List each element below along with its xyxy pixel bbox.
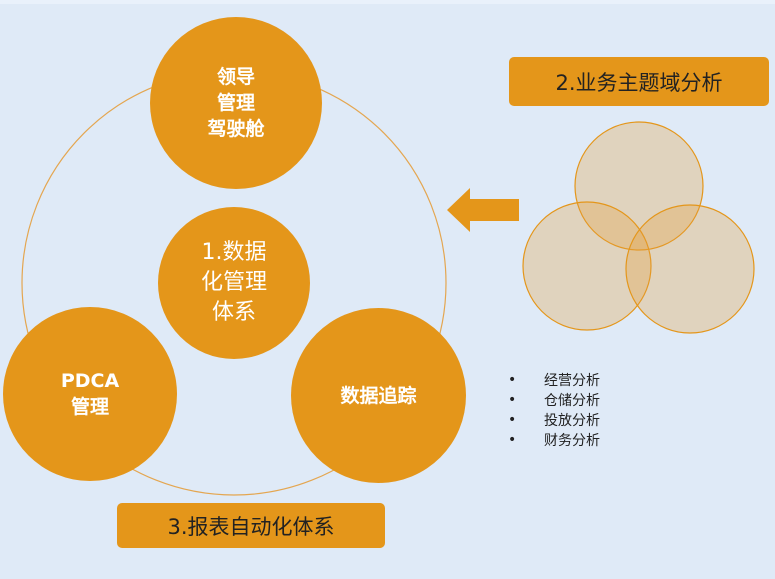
list-item: • 投放分析: [508, 410, 600, 430]
circle-text: 数据追踪: [340, 384, 417, 407]
list-item-text: 投放分析: [544, 413, 600, 429]
circle-text: 领导: [216, 66, 255, 88]
left-arrow: [447, 188, 519, 232]
circle-text: 管理: [216, 92, 255, 114]
list-item: • 仓储分析: [508, 390, 600, 410]
bullet-icon: •: [508, 412, 517, 428]
venn-circle-left: [522, 201, 652, 331]
report-automation-label: 3.报表自动化体系: [117, 503, 385, 548]
venn-diagram: [522, 121, 755, 334]
venn-circle-top: [574, 121, 704, 251]
data-management-circle: 1.数据化管理体系: [158, 207, 310, 359]
data-tracking-circle: 数据追踪: [291, 308, 466, 483]
list-item-text: 仓储分析: [544, 393, 600, 409]
circle-text: 1.数据: [201, 240, 267, 265]
venn-circle-right: [625, 204, 755, 334]
list-item: • 财务分析: [508, 430, 600, 450]
leadership-cockpit-circle: 领导管理驾驶舱: [150, 17, 322, 189]
circle-text: 化管理: [200, 270, 267, 295]
circle-text: 体系: [211, 300, 256, 325]
analysis-list: • 经营分析 • 仓储分析 • 投放分析 • 财务分析: [508, 370, 600, 450]
circle-text: 驾驶舱: [207, 118, 265, 140]
business-domain-label: 2.业务主题域分析: [509, 57, 769, 106]
bullet-icon: •: [508, 372, 517, 388]
circle-text: 管理: [70, 396, 109, 418]
circle-text: PDCA: [60, 370, 120, 392]
top-strip: [0, 0, 775, 4]
list-item-text: 财务分析: [544, 433, 600, 449]
pdca-circle: PDCA 管理: [3, 307, 177, 481]
list-item-text: 经营分析: [544, 373, 600, 389]
bullet-icon: •: [508, 392, 517, 408]
list-item: • 经营分析: [508, 370, 600, 390]
bullet-icon: •: [508, 432, 517, 448]
